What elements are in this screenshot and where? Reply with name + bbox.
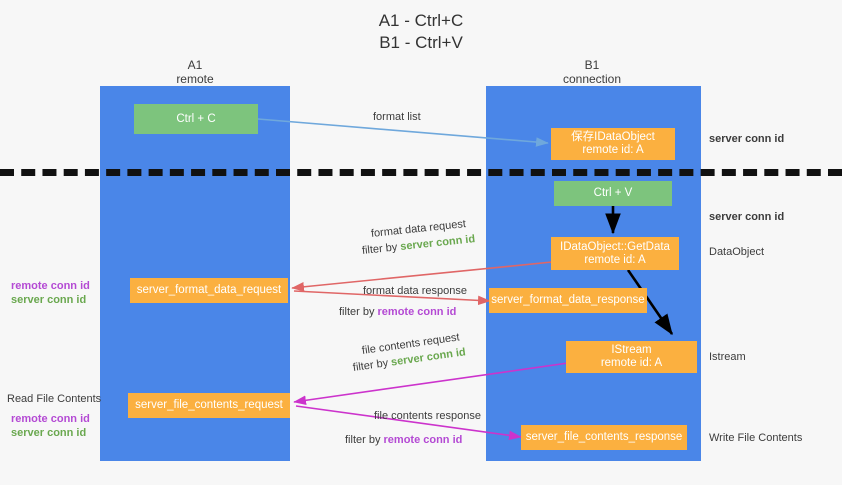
box-server-file-contents-request-label: server_file_contents_request [135, 399, 283, 411]
left-label-server-conn-id-1: server conn id [11, 294, 87, 306]
left-label-server-conn-id-2: server conn id [11, 427, 87, 439]
box-ctrl-c-label: Ctrl + C [176, 112, 216, 125]
box-server-file-contents-response[interactable]: server_file_contents_response [521, 425, 687, 450]
lane-a1-name: A1 [187, 58, 203, 72]
box-server-format-data-request-label: server_format_data_request [136, 284, 282, 296]
arrow-format-list [257, 118, 549, 147]
box-server-format-data-response[interactable]: server_format_data_response [489, 288, 647, 313]
filter-value-remote-conn-id-1: remote conn id [377, 306, 457, 318]
box-istream-line2: remote id: A [600, 357, 663, 369]
edge-label-format-data-response: format data response [363, 285, 467, 297]
edge-label-format-data-response-filter: filter by remote conn id [339, 306, 456, 318]
title-line-1: A1 - Ctrl+C [378, 11, 464, 30]
right-label-dataobject: DataObject [709, 246, 765, 258]
filter-value-remote-conn-id-2: remote conn id [383, 434, 463, 446]
lane-b1-sub: connection [562, 72, 622, 86]
arrow-file-contents-request [293, 362, 569, 406]
box-istream-line1: IStream [611, 344, 652, 356]
arrow-format-data-request [291, 261, 553, 292]
left-label-remote-conn-id-2: remote conn id [11, 413, 90, 425]
box-ctrl-v-label: Ctrl + V [593, 187, 633, 199]
left-label-read-file-contents: Read File Contents [7, 393, 102, 405]
left-label-conn-ids-2: remote conn id server conn id [11, 412, 90, 440]
box-server-file-contents-request[interactable]: server_file_contents_request [128, 393, 290, 418]
right-label-server-conn-id-mid: server conn id [709, 211, 785, 223]
diagram-title: A1 - Ctrl+C B1 - Ctrl+V [0, 10, 842, 54]
box-server-format-data-response-label: server_format_data_response [491, 294, 645, 306]
box-save-idataobject-line1: 保存IDataObject [571, 131, 655, 143]
box-idataobject-getdata-line1: IDataObject::GetData [560, 240, 670, 253]
title-line-2: B1 - Ctrl+V [379, 33, 463, 52]
right-label-write-file-contents: Write File Contents [709, 432, 803, 444]
edge-label-file-contents-response-filter: filter by remote conn id [345, 434, 462, 446]
box-istream[interactable]: IStream remote id: A [566, 341, 697, 373]
box-server-file-contents-response-label: server_file_contents_response [525, 431, 683, 443]
right-label-server-conn-id-top: server conn id [709, 133, 785, 145]
lane-a1-sub: remote [176, 72, 214, 86]
box-server-format-data-request[interactable]: server_format_data_request [130, 278, 288, 303]
arrow-getdata-to-istream [626, 269, 674, 336]
arrow-format-data-response [293, 290, 491, 306]
lane-header-b1: B1 connection [512, 58, 672, 86]
box-idataobject-getdata[interactable]: IDataObject::GetData remote id: A [551, 237, 679, 270]
left-label-remote-conn-id-1: remote conn id [11, 280, 90, 292]
edge-label-format-list: format list [373, 111, 421, 123]
arrow-file-contents-response [295, 405, 522, 441]
box-save-idataobject-line2: remote id: A [582, 144, 644, 156]
box-save-idataobject[interactable]: 保存IDataObject remote id: A [551, 128, 675, 160]
lane-header-a1: A1 remote [115, 58, 275, 86]
lane-b1-name: B1 [584, 58, 600, 72]
left-label-conn-ids-1: remote conn id server conn id [11, 279, 90, 307]
box-ctrl-v[interactable]: Ctrl + V [554, 181, 672, 206]
phase-divider [0, 169, 842, 176]
filter-prefix-4: filter by [345, 434, 384, 446]
box-ctrl-c[interactable]: Ctrl + C [134, 104, 258, 134]
right-label-istream: Istream [709, 351, 746, 363]
edge-label-file-contents-response: file contents response [374, 410, 482, 422]
box-idataobject-getdata-line2: remote id: A [584, 253, 646, 266]
filter-prefix-2: filter by [339, 306, 378, 318]
